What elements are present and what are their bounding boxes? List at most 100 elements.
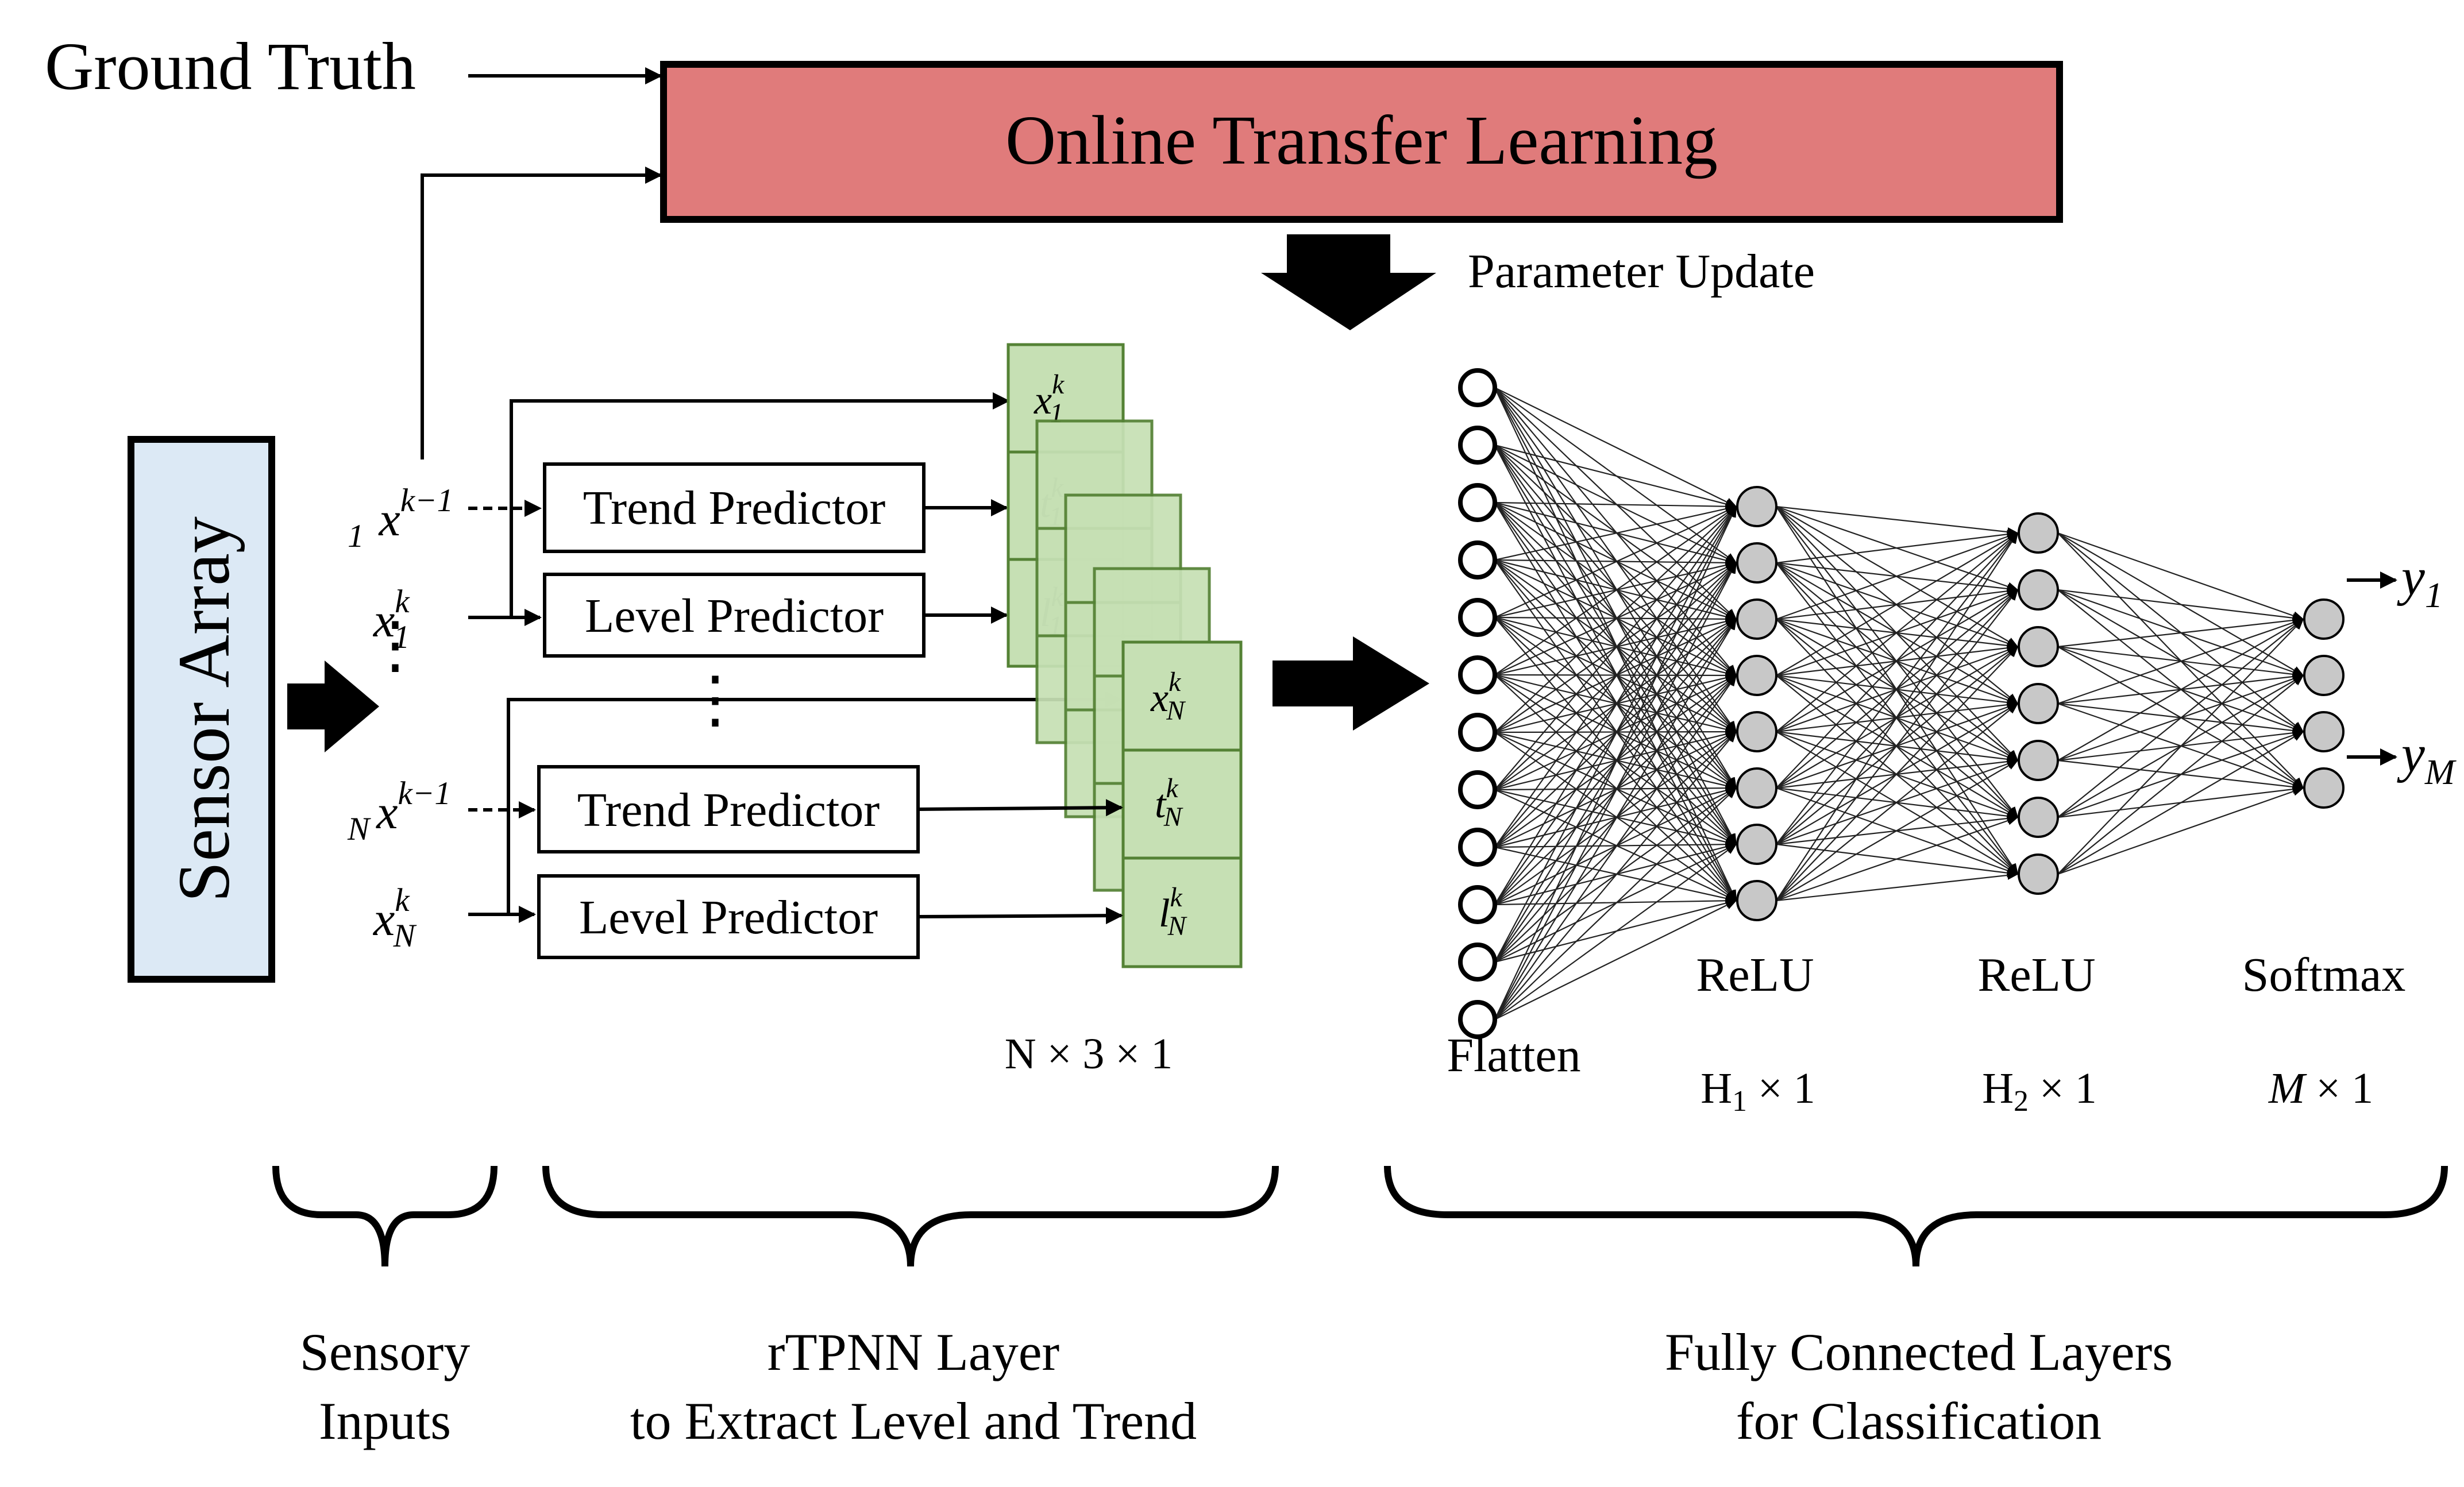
sensory-inputs-caption-line1: Sensory (300, 1323, 470, 1381)
flatten-neuron-11 (1458, 1000, 1497, 1039)
level-predictor-N-box (537, 874, 920, 959)
connection-l3-3-0 (2057, 618, 2304, 705)
fc-caption-line1: Fully Connected Layers (1665, 1323, 2173, 1381)
connection-l2-7-0 (1776, 532, 2019, 901)
connection-l3-5-0 (2057, 618, 2304, 818)
layer3-activation: Softmax (2242, 948, 2406, 1002)
flatten-neuron-1 (1458, 426, 1497, 465)
x1-bypass-line (510, 392, 1010, 617)
network-nodes (1458, 368, 2345, 1039)
input-ellipsis: ⋮ (364, 610, 427, 680)
neuron-l1-7 (1736, 880, 1777, 921)
connection-l2-6-0 (1776, 532, 2019, 845)
connection-l1-11-6 (1494, 843, 1737, 1020)
parameter-update-label: Parameter Update (1468, 245, 1815, 298)
rtpnn-layer-brace (542, 1165, 1279, 1267)
sensor-array-box (128, 436, 275, 983)
neuron-l3-2 (2303, 711, 2345, 752)
fc-caption-line2: for Classification (1736, 1392, 2101, 1450)
layer3-dims: M × 1 (2268, 1064, 2373, 1113)
output-yM-label: yM (2397, 724, 2457, 792)
sensor-output-arrow (287, 661, 379, 752)
xN-bypass-line (507, 691, 1122, 914)
connection-l2-7-6 (1776, 871, 2019, 902)
network-edges (1494, 387, 2304, 1020)
online-transfer-learning-box (660, 61, 2063, 223)
level-N-output (917, 907, 1123, 925)
neuron-l1-2 (1736, 598, 1777, 640)
flatten-neuron-4 (1458, 598, 1497, 637)
connection-l1-11-2 (1494, 618, 1737, 1020)
connection-l2-4-0 (1776, 532, 2019, 732)
neuron-l1-6 (1736, 824, 1777, 865)
ground-truth-label: Ground Truth (45, 29, 416, 104)
flatten-neuron-3 (1458, 540, 1497, 580)
flatten-neuron-0 (1458, 368, 1497, 407)
connection-l1-6-0 (1494, 505, 1737, 733)
feature-stack: xk1 tk1 lk1 (1007, 343, 1243, 968)
neuron-l3-3 (2303, 767, 2345, 809)
connection-l3-6-2 (2057, 731, 2304, 875)
flatten-neuron-7 (1458, 770, 1497, 809)
flatten-neuron-10 (1458, 943, 1497, 982)
input-to-otl-line (421, 167, 662, 459)
connection-l1-3-0 (1494, 504, 1737, 561)
connection-l1-4-0 (1494, 506, 1737, 618)
flatten-neuron-8 (1458, 828, 1497, 867)
connection-l1-1-0 (1494, 444, 1737, 509)
parameter-update-arrow (1261, 234, 1436, 330)
predictor-ellipsis: ⋮ (684, 665, 747, 735)
connection-l2-5-0 (1776, 532, 2019, 789)
layer1-dims: H1 × 1 (1700, 1064, 1815, 1118)
flatten-neuron-5 (1458, 655, 1497, 694)
neuron-l1-3 (1736, 655, 1777, 696)
connection-l1-9-0 (1494, 505, 1737, 905)
trend-N-output (917, 799, 1123, 817)
neuron-l2-5 (2018, 797, 2059, 838)
stack-to-network-arrow (1273, 636, 1429, 731)
connection-l1-11-1 (1494, 562, 1737, 1020)
layer2-activation: ReLU (1977, 948, 2095, 1002)
neuron-l2-0 (2018, 512, 2059, 554)
connection-l3-6-1 (2057, 674, 2304, 875)
connection-l2-0-0 (1776, 505, 2019, 536)
neuron-l1-5 (1736, 767, 1777, 809)
trend-predictor-N-box (537, 765, 920, 853)
online-transfer-learning-label: Online Transfer Learning (1005, 102, 1718, 179)
sensory-inputs-brace (272, 1165, 498, 1267)
neuron-l1-0 (1736, 486, 1777, 527)
flatten-label: Flatten (1447, 1029, 1580, 1082)
connection-l1-2-0 (1494, 501, 1737, 511)
neuron-l2-2 (2018, 626, 2059, 667)
connection-l2-7-1 (1776, 589, 2019, 901)
output-y1-label: y1 (2397, 547, 2443, 615)
connection-l1-11-4 (1494, 731, 1737, 1020)
flatten-neuron-2 (1458, 483, 1497, 522)
fully-connected-network (1458, 368, 2345, 1039)
connection-l2-1-0 (1776, 530, 2019, 564)
rtpnn-caption-line1: rTPNN Layer (768, 1323, 1059, 1381)
connection-l1-5-0 (1494, 505, 1737, 675)
level-predictor-1-label: Level Predictor (585, 589, 884, 643)
connection-l2-7-3 (1776, 702, 2019, 901)
layer2-dims: H2 × 1 (1982, 1064, 2097, 1118)
flatten-neuron-6 (1458, 713, 1497, 752)
level-predictor-1-box (543, 573, 926, 658)
neuron-l2-6 (2018, 853, 2059, 895)
sensor-array-label: Sensor Array (163, 516, 245, 902)
neuron-l1-4 (1736, 711, 1777, 752)
fully-connected-brace (1384, 1165, 2448, 1267)
connection-l3-6-3 (2057, 787, 2304, 875)
trend-predictor-1-label: Trend Predictor (583, 481, 886, 535)
flatten-neuron-9 (1458, 885, 1497, 924)
connection-l1-11-5 (1494, 787, 1737, 1020)
